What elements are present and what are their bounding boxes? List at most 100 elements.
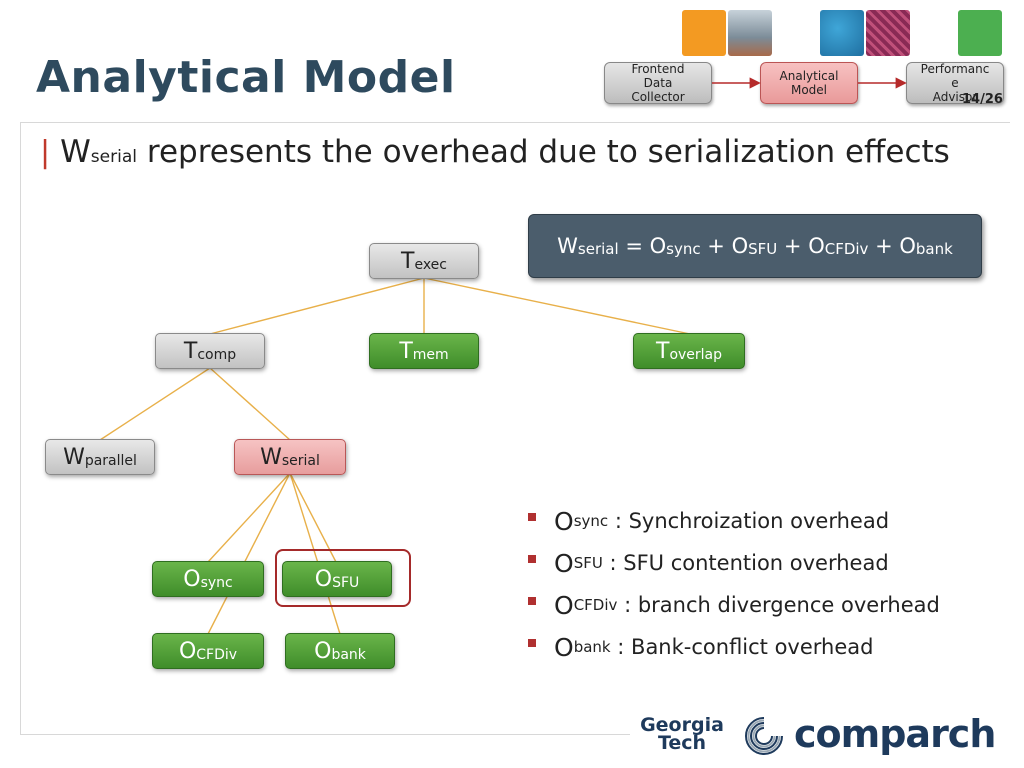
node-obank-main: O <box>314 638 332 664</box>
slide-title: Analytical Model <box>36 52 456 103</box>
node-tcomp-sub: comp <box>197 347 237 363</box>
node-toverlap-main: T <box>655 338 670 364</box>
def-main: O <box>554 506 574 536</box>
node-toverlap-sub: overlap <box>669 347 723 363</box>
def-text: : Synchroization overhead <box>608 509 890 533</box>
node-texec-main: T <box>401 248 415 274</box>
flow-performance-label: Performanc e Advisor <box>920 62 990 104</box>
node-osfu-sub: SFU <box>332 575 360 591</box>
thumbnail-chip <box>866 10 910 56</box>
node-osync-sub: sync <box>200 575 233 591</box>
formula-plus-1: + <box>700 234 732 258</box>
formula-t1: O <box>649 234 667 258</box>
formula-lhs: W <box>557 234 578 258</box>
edge-tcomp-wserial <box>209 367 291 441</box>
node-wserial-sub: serial <box>281 453 320 469</box>
thumbnail-green <box>958 10 1002 56</box>
node-ocfdiv-main: O <box>178 638 197 664</box>
headline-w: W <box>60 134 91 170</box>
edge-texec-toverlap <box>423 277 691 335</box>
formula-t2-sub: SFU <box>748 240 778 258</box>
headline-bullet: | Wserial represents the overhead due to … <box>40 134 950 170</box>
edge-wserial-obank <box>289 472 341 635</box>
flow-frontend-label: Frontend Data Collector <box>631 62 685 104</box>
formula-t3: O <box>808 234 825 258</box>
formula-t2: O <box>731 234 749 258</box>
formula-lhs-sub: serial <box>577 240 619 258</box>
thumbnail-blue <box>820 10 864 56</box>
frame-left <box>20 122 21 734</box>
formula-plus-3: + <box>868 234 900 258</box>
headline-w-sub: serial <box>90 147 138 167</box>
edge-wserial-osync <box>207 472 291 563</box>
def-sub: sync <box>573 512 609 530</box>
def-text: : Bank-conflict overhead <box>610 635 874 659</box>
edge-wserial-ocfdiv <box>207 472 291 635</box>
node-wparallel-main: W <box>63 444 85 470</box>
node-ocfdiv-sub: CFDiv <box>196 647 238 663</box>
def-sub: SFU <box>573 554 603 572</box>
bullet-square-icon <box>528 639 536 647</box>
def-sub: CFDiv <box>573 596 618 614</box>
def-main: O <box>554 632 574 662</box>
formula-t4-sub: bank <box>915 240 953 258</box>
headline-text: represents the overhead due to serializa… <box>137 134 950 170</box>
def-text: : branch divergence overhead <box>617 593 940 617</box>
formula-eq: = <box>618 234 650 258</box>
formula-t4: O <box>899 234 916 258</box>
node-tcomp-main: T <box>183 338 198 364</box>
def-main: O <box>554 590 574 620</box>
gt-line2: Tech <box>657 732 707 754</box>
flow-analytical-model: Analytical Model <box>760 62 858 104</box>
def-text: : SFU contention overhead <box>602 551 889 575</box>
bullet-square-icon <box>528 555 536 563</box>
bullet-square-icon <box>528 513 536 521</box>
node-texec-sub: exec <box>414 257 447 273</box>
formula-plus-2: + <box>777 234 809 258</box>
osfu-highlight-box <box>275 549 411 607</box>
def-main: O <box>554 548 574 578</box>
node-wparallel-sub: parallel <box>84 453 137 469</box>
node-obank-sub: bank <box>331 647 366 663</box>
flow-frontend-data-collector: Frontend Data Collector <box>604 62 712 104</box>
edge-tcomp-wparallel <box>99 367 211 441</box>
frame-top <box>20 122 1010 123</box>
thumbnail-photo <box>728 10 772 56</box>
formula-t1-sub: sync <box>666 240 701 258</box>
edge-wserial-osfu <box>289 472 337 563</box>
page-number: 14/26 <box>962 92 1003 107</box>
frame-bottom <box>20 734 630 735</box>
flow-performance-advisor: Performanc e Advisor <box>906 62 1004 104</box>
node-tmem-sub: mem <box>412 347 449 363</box>
georgia-tech-logo: Georgia Tech <box>636 714 728 754</box>
comparch-logo: comparch <box>794 712 996 756</box>
edge-texec-tcomp <box>209 277 425 335</box>
gt-line1: Georgia <box>640 714 724 736</box>
node-tmem-main: T <box>399 338 413 364</box>
bullet-bar: | <box>40 135 51 170</box>
flow-analytical-label: Analytical Model <box>779 69 839 97</box>
formula-t3-sub: CFDiv <box>824 240 869 258</box>
bullet-square-icon <box>528 597 536 605</box>
comparch-swirl-icon <box>745 717 783 755</box>
node-osync-main: O <box>183 566 201 592</box>
thumbnail-orange <box>682 10 726 56</box>
def-sub: bank <box>573 638 611 656</box>
